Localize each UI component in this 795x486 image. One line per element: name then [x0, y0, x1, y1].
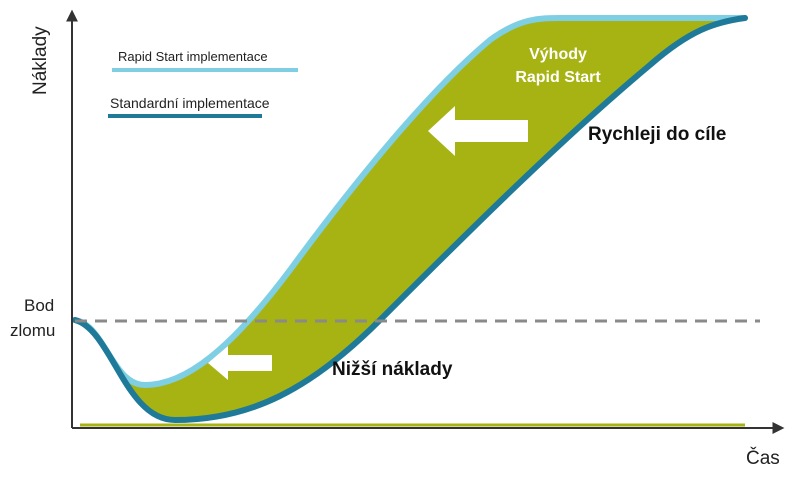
benefits-label-line2: Rapid Start	[515, 69, 601, 86]
lower-cost-label: Nižší náklady	[332, 359, 453, 380]
arrow-left-icon	[208, 346, 272, 380]
y-axis-label: Náklady	[30, 26, 51, 95]
x-axis-label: Čas	[746, 447, 780, 469]
legend-rapid-start-label: Rapid Start implementace	[118, 49, 268, 64]
faster-label: Rychleji do cíle	[588, 124, 726, 145]
benefits-label-line1: Výhody	[529, 46, 587, 63]
legend-standard-label: Standardní implementace	[110, 95, 270, 111]
breakeven-label-line2: zlomu	[10, 321, 55, 340]
rapid-start-curve	[72, 15, 748, 389]
arrow-left-icon	[428, 106, 528, 156]
benefit-area	[75, 18, 745, 420]
breakeven-label-line1: Bod	[24, 296, 54, 315]
